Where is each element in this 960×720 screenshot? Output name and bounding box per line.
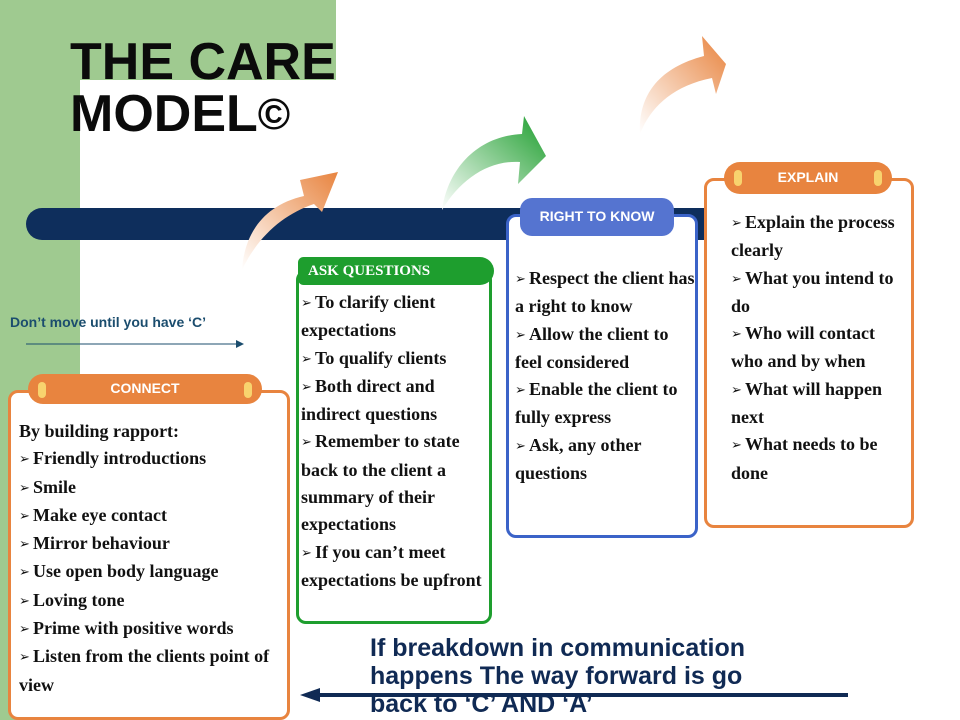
list-item: ➢Prime with positive words: [19, 615, 285, 643]
list-item: ➢Friendly introductions: [19, 445, 285, 473]
connect-intro: By building rapport:: [19, 421, 180, 441]
list-item: ➢Use open body language: [19, 558, 285, 586]
arrowhead-bullet-icon: ➢: [19, 565, 30, 581]
back-arrow-icon: [300, 688, 848, 702]
list-item: ➢Allow the client to feel considered: [515, 323, 669, 372]
arrowhead-bullet-icon: ➢: [301, 296, 312, 311]
arrowhead-bullet-icon: ➢: [19, 480, 30, 496]
list-item: ➢Mirror behaviour: [19, 530, 285, 558]
list-item: ➢Ask, any other questions: [515, 434, 642, 484]
ask-questions-box: ➢To clarify client expectations ➢To qual…: [296, 270, 492, 624]
list-item: ➢What you intend to do: [731, 267, 894, 316]
arrowhead-bullet-icon: ➢: [301, 435, 312, 451]
arrowhead-bullet-icon: ➢: [515, 383, 526, 399]
list-item: ➢Smile: [19, 474, 285, 502]
list-item: ➢To clarify client expectations: [301, 292, 436, 341]
arrowhead-bullet-icon: ➢: [515, 438, 526, 454]
list-item: ➢Respect the client has a right to know: [515, 268, 695, 317]
arrowhead-bullet-icon: ➢: [731, 382, 742, 398]
arrowhead-bullet-icon: ➢: [515, 272, 526, 287]
tab-right-to-know-label: RIGHT TO KNOW: [539, 208, 655, 224]
green-title-block: [80, 0, 336, 80]
list-item: ➢Who will contact who and by when: [731, 323, 875, 372]
tab-ask-questions-label: ASK QUESTIONS: [308, 263, 431, 279]
connect-box: By building rapport: ➢Friendly introduct…: [8, 390, 290, 720]
arrowhead-bullet-icon: ➢: [731, 327, 742, 343]
note-text: Don’t move until you have ‘C’: [10, 314, 207, 330]
list-item: ➢Remember to state back to the client a …: [301, 431, 460, 535]
arrowhead-bullet-icon: ➢: [731, 271, 742, 287]
list-item: ➢What needs to be done: [731, 434, 878, 483]
tab-right-to-know: RIGHT TO KNOW: [520, 198, 674, 236]
arrowhead-bullet-icon: ➢: [19, 452, 30, 468]
list-item: ➢Enable the client to fully express: [515, 379, 678, 428]
curved-arrow-icon-orange-1: [242, 172, 338, 270]
arrowhead-bullet-icon: ➢: [731, 438, 742, 454]
explain-box: ➢Explain the process clearly ➢What you i…: [704, 178, 914, 528]
arrowhead-bullet-icon: ➢: [301, 545, 312, 561]
list-item: ➢What will happen next: [731, 378, 883, 428]
tab-explain-label: EXPLAIN: [777, 169, 839, 185]
breakdown-statement: If breakdown in communication happens Th…: [370, 634, 930, 720]
curved-arrow-icon-orange-2: [639, 36, 726, 134]
curved-arrow-icon-green: [442, 116, 546, 210]
right-to-know-box: ➢Respect the client has a right to know …: [506, 214, 698, 538]
copyright-mark: ©: [257, 90, 291, 139]
tab-pill-left: [734, 170, 742, 186]
arrowhead-bullet-icon: ➢: [301, 351, 312, 367]
title-line-1: THE CARE: [70, 33, 336, 91]
list-item: ➢To qualify clients: [301, 345, 489, 373]
arrowhead-bullet-icon: ➢: [19, 537, 30, 553]
tab-pill-left: [38, 382, 46, 398]
arrowhead-bullet-icon: ➢: [19, 508, 30, 524]
list-item: ➢Loving tone: [19, 587, 285, 615]
list-item: ➢Both direct and indirect questions: [301, 375, 438, 425]
list-item: ➢If you can’t meet expectations be upfro…: [301, 541, 482, 590]
arrowhead-bullet-icon: ➢: [19, 622, 30, 638]
list-item: ➢Make eye contact: [19, 502, 285, 530]
title-model: MODEL: [70, 85, 258, 143]
tab-explain: EXPLAIN: [724, 162, 892, 194]
title-line-2: MODEL©: [70, 88, 290, 140]
tab-pill-right: [874, 170, 882, 186]
list-item: ➢Explain the process clearly: [731, 212, 895, 261]
breakdown-line-1: If breakdown in communication: [370, 634, 746, 662]
arrowhead-bullet-icon: ➢: [731, 216, 742, 231]
tab-connect: CONNECT: [28, 374, 262, 404]
tab-connect-label: CONNECT: [110, 380, 180, 396]
arrowhead-bullet-icon: ➢: [301, 379, 312, 395]
tab-pill-right: [244, 382, 252, 398]
breakdown-line-2: happens The way forward is go: [370, 662, 743, 690]
note-arrow-icon: [26, 340, 244, 348]
tab-ask-questions: ASK QUESTIONS: [298, 257, 494, 285]
arrowhead-bullet-icon: ➢: [19, 650, 30, 666]
list-item: ➢Listen from the clients point of view: [19, 646, 270, 695]
arrowhead-bullet-icon: ➢: [19, 593, 30, 609]
arrowhead-bullet-icon: ➢: [515, 327, 526, 343]
